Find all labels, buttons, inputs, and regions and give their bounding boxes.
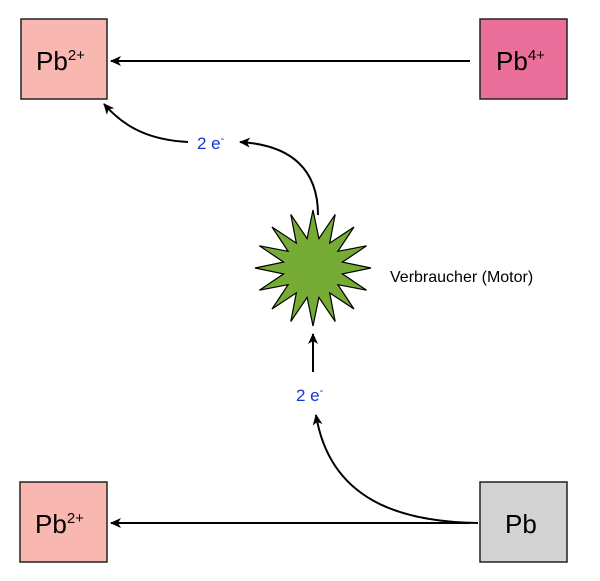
electron-label-top: 2 e- [197, 133, 225, 153]
consumer-label: Verbraucher (Motor) [390, 269, 533, 286]
starburst-icon [254, 209, 372, 327]
species-box-pb-bottom: Pb [479, 481, 568, 563]
electron-flow-arrow-from-pb [312, 414, 479, 524]
species-label: Pb2+ [35, 509, 84, 539]
species-box-pb4-top: Pb4+ [479, 18, 568, 100]
species-label: Pb4+ [496, 46, 545, 76]
species-label: Pb [505, 509, 537, 539]
species-box-pb2-top: Pb2+ [20, 18, 108, 100]
electron-label-bottom: 2 e- [296, 385, 324, 405]
electron-flow-arrow-from-consumer [239, 137, 319, 216]
electron-flow-arrow-to-pb2 [103, 103, 189, 143]
species-label: Pb2+ [36, 46, 85, 76]
species-box-pb2-bottom: Pb2+ [19, 481, 108, 563]
